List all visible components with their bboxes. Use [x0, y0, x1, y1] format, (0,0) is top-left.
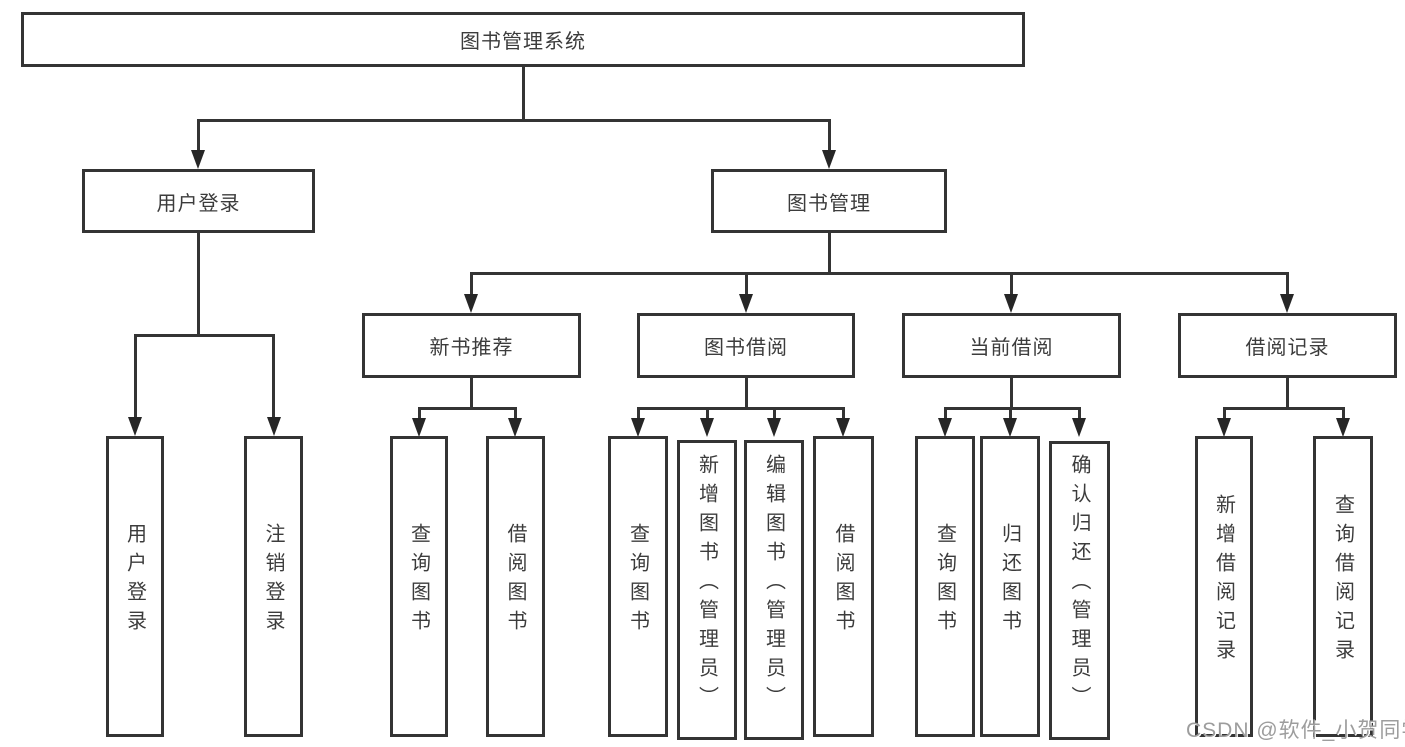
leaf-query-borrow-record: 查询借阅记录 — [1313, 436, 1373, 737]
connector-root-stem — [522, 67, 525, 122]
connector-book-management-stem — [828, 233, 831, 275]
connector-stem — [470, 378, 473, 410]
connector-root-rail — [197, 119, 830, 122]
node-new-book-recommend: 新书推荐 — [362, 313, 581, 378]
connector-shaft — [1286, 272, 1289, 297]
arrow-down-icon — [1004, 294, 1018, 313]
node-user-login: 用户登录 — [82, 169, 315, 233]
node-current-borrow: 当前借阅 — [902, 313, 1121, 378]
connector-user-login-stem — [197, 233, 200, 336]
arrow-down-icon — [128, 417, 142, 436]
arrow-down-icon — [508, 418, 522, 437]
connector-stem — [1286, 378, 1289, 410]
leaf-query-books-recommend: 查询图书 — [390, 436, 448, 737]
connector-shaft — [773, 407, 776, 421]
connector-book-management-rail — [470, 272, 1288, 275]
leaf-confirm-return-admin: 确认归还（管理员） — [1049, 441, 1110, 740]
connector-shaft — [706, 407, 709, 421]
arrow-down-icon — [1336, 418, 1350, 437]
connector-user-login-rail — [134, 334, 275, 337]
node-book-borrow: 图书借阅 — [637, 313, 855, 378]
connector-shaft — [1342, 407, 1345, 421]
leaf-add-book-admin: 新增图书（管理员） — [677, 440, 737, 740]
csdn-watermark: CSDN @软件_小贺同学 — [1186, 719, 1405, 742]
connector-shaft — [1010, 272, 1013, 297]
connector-shaft — [1223, 407, 1226, 421]
connector-stem — [1010, 378, 1013, 410]
arrow-down-icon — [822, 150, 836, 169]
connector-rail — [944, 407, 1081, 410]
node-book-management: 图书管理 — [711, 169, 947, 233]
connector-shaft — [272, 334, 275, 422]
arrow-down-icon — [631, 418, 645, 437]
leaf-edit-book-admin: 编辑图书（管理员） — [744, 440, 804, 740]
node-borrow-records: 借阅记录 — [1178, 313, 1397, 378]
connector-shaft — [842, 407, 845, 421]
arrow-down-icon — [1280, 294, 1294, 313]
arrow-down-icon — [1072, 418, 1086, 437]
arrow-down-icon — [464, 294, 478, 313]
connector-shaft — [470, 272, 473, 297]
arrow-down-icon — [739, 294, 753, 313]
connector-shaft — [1009, 407, 1012, 421]
connector-rail — [1223, 407, 1344, 410]
arrow-down-icon — [412, 418, 426, 437]
arrow-down-icon — [267, 417, 281, 436]
connector-shaft — [514, 407, 517, 421]
arrow-down-icon — [191, 150, 205, 169]
connector-shaft — [197, 119, 200, 153]
arrow-down-icon — [1217, 418, 1231, 437]
leaf-borrow-books: 借阅图书 — [813, 436, 874, 737]
leaf-add-borrow-record: 新增借阅记录 — [1195, 436, 1253, 737]
leaf-borrow-books-recommend: 借阅图书 — [486, 436, 545, 737]
node-library-management-system: 图书管理系统 — [21, 12, 1025, 67]
arrow-down-icon — [1003, 418, 1017, 437]
leaf-logout: 注销登录 — [244, 436, 303, 737]
arrow-down-icon — [836, 418, 850, 437]
connector-shaft — [828, 119, 831, 153]
connector-rail — [637, 407, 845, 410]
connector-shaft — [418, 407, 421, 421]
connector-shaft — [745, 272, 748, 297]
leaf-query-books-borrow: 查询图书 — [608, 436, 668, 737]
connector-shaft — [1078, 407, 1081, 421]
arrow-down-icon — [938, 418, 952, 437]
connector-rail — [418, 407, 517, 410]
arrow-down-icon — [700, 418, 714, 437]
connector-shaft — [134, 334, 137, 422]
arrow-down-icon — [767, 418, 781, 437]
connector-shaft — [637, 407, 640, 421]
connector-shaft — [944, 407, 947, 421]
leaf-return-book: 归还图书 — [980, 436, 1040, 737]
leaf-user-login: 用户登录 — [106, 436, 164, 737]
connector-stem — [745, 378, 748, 410]
leaf-query-books-current: 查询图书 — [915, 436, 975, 737]
